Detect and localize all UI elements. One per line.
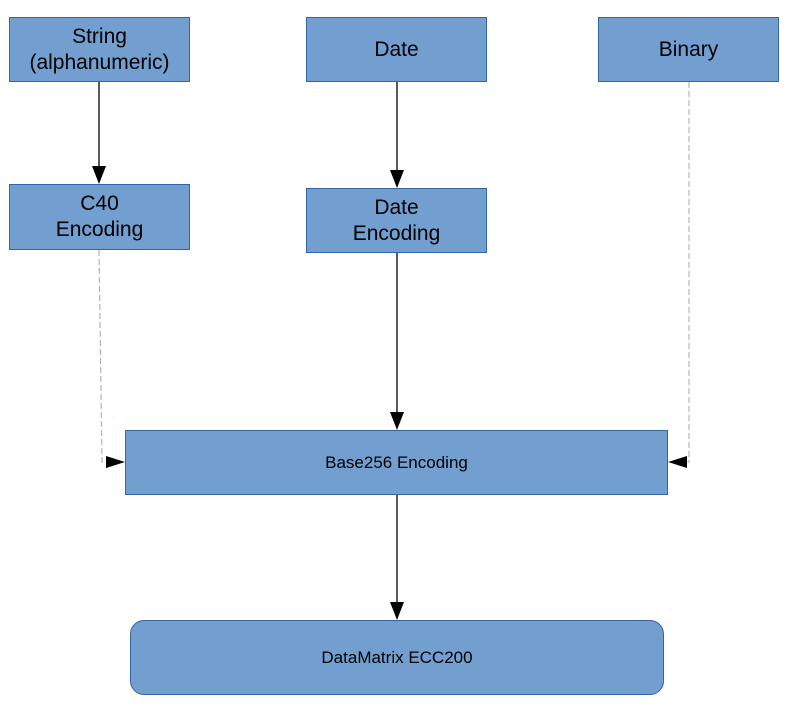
node-c40-encoding: C40 Encoding	[9, 184, 190, 250]
edge-c40-to-base256	[98, 249, 125, 468]
edge-date-to-date-encoding	[390, 82, 404, 188]
arrowhead-icon	[390, 602, 404, 620]
edge-binary-to-base256	[668, 82, 690, 468]
edge-base256-to-datamatrix	[390, 495, 404, 620]
node-binary: Binary	[598, 17, 779, 82]
edge-date-encoding-to-base256	[390, 253, 404, 430]
arrowhead-icon	[390, 412, 404, 430]
node-date-encoding: Date Encoding	[306, 188, 487, 253]
edge-string-to-c40	[92, 82, 106, 184]
arrowhead-icon	[106, 456, 125, 468]
arrowhead-icon	[668, 456, 687, 468]
node-datamatrix-ecc200: DataMatrix ECC200	[130, 620, 664, 695]
node-date: Date	[306, 17, 487, 82]
arrowhead-icon	[390, 170, 404, 188]
node-string: String (alphanumeric)	[9, 17, 190, 82]
arrowhead-icon	[92, 166, 106, 184]
node-base256-encoding: Base256 Encoding	[125, 430, 668, 495]
